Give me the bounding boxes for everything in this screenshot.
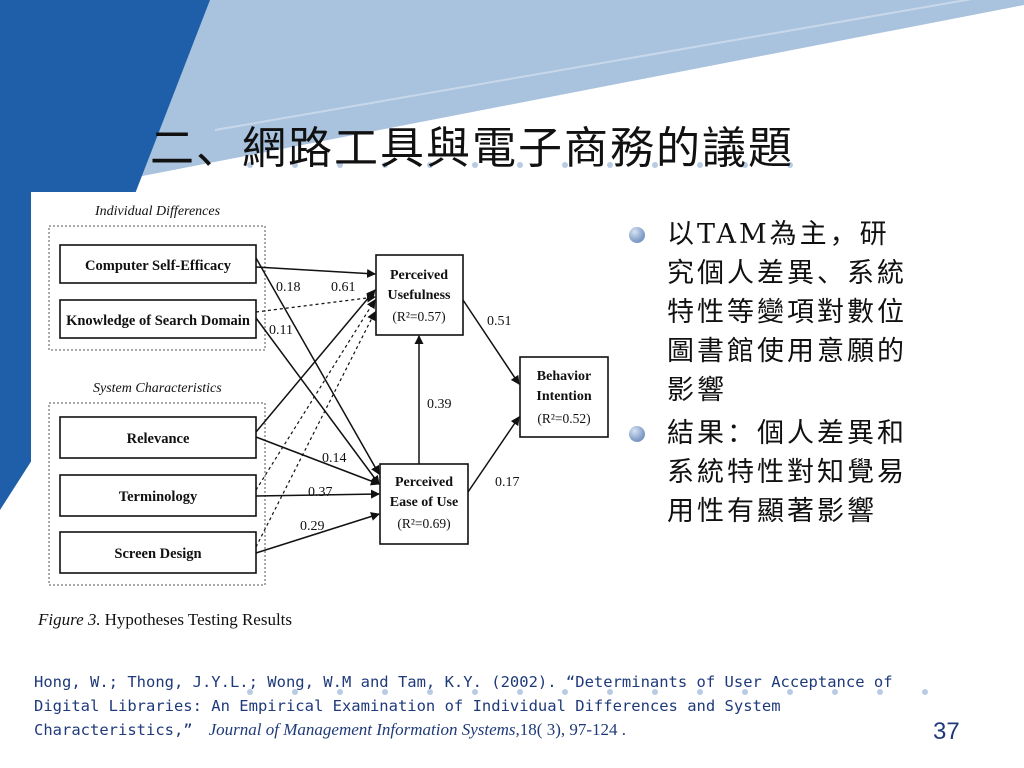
coef-peou-bi: 0.17	[495, 475, 520, 490]
box-terminology	[59, 474, 257, 517]
arrow-peou-to-bi	[467, 416, 520, 493]
label-bi-r2: (R²=0.52)	[537, 411, 590, 426]
coef-sd-peou: 0.29	[300, 519, 325, 534]
label-bi-line1: Behavior	[537, 369, 591, 384]
reference-volume-pages: 18( 3), 97-124 .	[519, 720, 627, 739]
arrow-sd-to-peou	[255, 512, 380, 554]
box-perceived-usefulness	[375, 254, 464, 336]
dashed-arrow-sd-to-pu	[255, 311, 376, 548]
bullet-dot-icon	[629, 227, 645, 243]
arrow-ksd-to-peou	[255, 317, 380, 485]
reference-citation: Hong, W.; Thong, J.Y.L.; Wong, W.M and T…	[34, 670, 914, 742]
arrow-pu-to-bi	[462, 299, 520, 385]
box-relevance	[59, 416, 257, 459]
group-box-system-characteristics	[48, 402, 266, 586]
coef-peou-pu: 0.39	[427, 397, 452, 412]
page-number: 37	[933, 718, 960, 745]
arrow-term-to-peou	[255, 489, 380, 499]
label-peou-line1: Perceived	[395, 475, 453, 490]
figure-caption-text: Hypotheses Testing Results	[105, 610, 292, 629]
box-perceived-ease-of-use	[379, 463, 469, 545]
figure-caption: Figure 3.Hypotheses Testing Results	[37, 610, 292, 629]
tam-diagram: Individual Differences System Characteri…	[31, 192, 615, 638]
background-light-band	[0, 0, 1024, 192]
bullet-dot-icon	[629, 426, 645, 442]
bullet-item: 以TAM為主，研究個人差異、系統特性等變項對數位圖書館使用意願的影響	[625, 215, 915, 410]
label-relevance: Relevance	[127, 431, 190, 447]
arrow-cse-to-peou	[255, 257, 380, 475]
arrow-rel-to-peou	[255, 436, 380, 486]
coef-cse-peou: 0.18	[276, 280, 301, 295]
group-label-system-characteristics: System Characteristics	[93, 381, 222, 396]
box-screen-design	[59, 531, 257, 574]
bullet-text: 結果：個人差異和系統特性對知覺易用性有顯著影響	[667, 418, 907, 527]
slide-title: 二、網路工具與電子商務的議題	[150, 123, 794, 174]
label-terminology: Terminology	[119, 489, 198, 505]
group-box-individual-differences	[48, 225, 266, 351]
box-computer-self-efficacy	[59, 244, 257, 284]
label-pu-line2: Usefulness	[387, 288, 451, 303]
background-thin-line	[214, 0, 973, 131]
coef-cse-pu: 0.61	[331, 280, 356, 295]
coef-ksd-peou: 0.11	[269, 323, 293, 338]
label-computer-self-efficacy: Computer Self-Efficacy	[85, 258, 232, 274]
label-knowledge-of-search-domain: Knowledge of Search Domain	[66, 313, 250, 329]
bullet-list: 以TAM為主，研究個人差異、系統特性等變項對數位圖書館使用意願的影響 結果：個人…	[625, 215, 915, 535]
figure-caption-label: Figure 3.	[37, 610, 101, 629]
bullet-item: 結果：個人差異和系統特性對知覺易用性有顯著影響	[625, 414, 915, 531]
label-bi-line2: Intention	[536, 389, 591, 404]
reference-authors-title: Hong, W.; Thong, J.Y.L.; Wong, W.M and T…	[34, 673, 893, 739]
label-pu-line1: Perceived	[390, 268, 448, 283]
label-peou-r2: (R²=0.69)	[397, 516, 450, 531]
bullet-text: 以TAM為主，研究個人差異、系統特性等變項對數位圖書館使用意願的影響	[667, 219, 907, 406]
arrow-rel-to-pu	[255, 289, 376, 433]
coef-term-peou: 0.37	[308, 485, 333, 500]
group-label-individual-differences: Individual Differences	[94, 204, 221, 219]
arrow-cse-to-pu	[255, 266, 376, 279]
label-peou-line2: Ease of Use	[390, 495, 458, 510]
reference-journal: Journal of Management Information System…	[208, 720, 520, 739]
coef-rel-peou: 0.14	[322, 451, 347, 466]
label-screen-design: Screen Design	[114, 546, 201, 562]
coef-pu-bi: 0.51	[487, 314, 512, 329]
box-behavior-intention	[519, 356, 609, 438]
dashed-arrow-ksd-to-pu	[255, 293, 376, 313]
background-dots	[247, 162, 928, 695]
dashed-arrow-term-to-pu	[255, 299, 376, 491]
label-pu-r2: (R²=0.57)	[392, 309, 445, 324]
box-knowledge-of-search-domain	[59, 299, 257, 339]
